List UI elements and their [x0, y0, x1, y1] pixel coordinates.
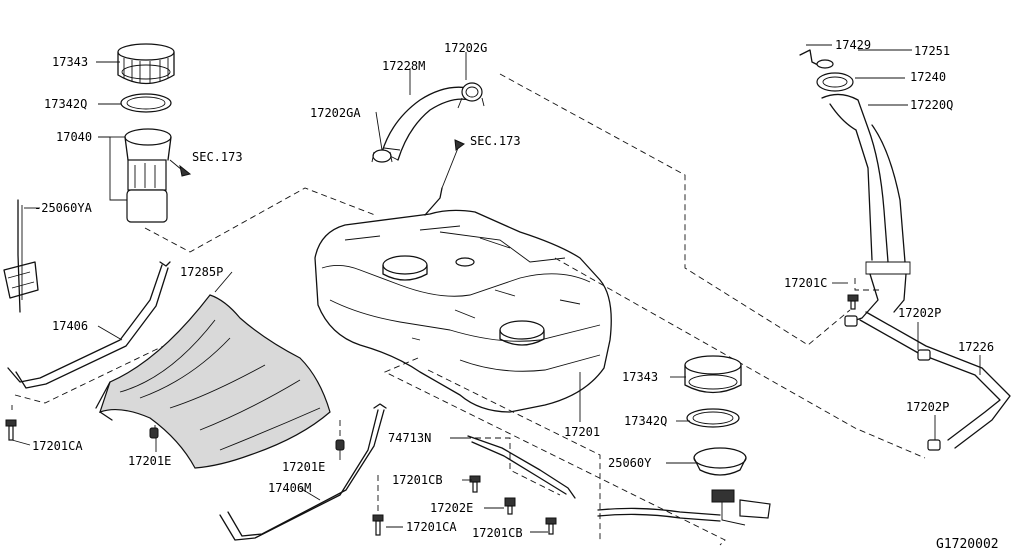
cap-gasket-17240 — [816, 72, 854, 92]
label-17406m: 17406M — [268, 481, 311, 495]
label-17201: 17201 — [564, 425, 600, 439]
gasket-17342q-bottom — [686, 408, 740, 428]
label-17201e-left: 17201E — [128, 454, 171, 468]
bolt-17201cb-top — [469, 475, 481, 493]
hose-clamp-17202p-bottom — [927, 439, 941, 451]
label-17202e: 17202E — [430, 501, 473, 515]
label-25060y: 25060Y — [608, 456, 652, 470]
label-17201ca-bottom: 17201CA — [406, 520, 457, 534]
tank-strap-17406m — [219, 403, 387, 541]
label-17201ca-left: 17201CA — [32, 439, 83, 453]
bolt-17201ca-left — [5, 419, 17, 441]
label-17251: 17251 — [914, 44, 950, 58]
protector-74713n — [467, 435, 576, 499]
label-17342q-top: 17342Q — [44, 97, 87, 111]
bolt-17202e — [504, 497, 516, 515]
label-17201cb-bottom: 17201CB — [472, 526, 523, 540]
filler-cap-17251 — [816, 59, 834, 69]
sender-unit-25060ya — [3, 199, 39, 313]
label-17201e-right: 17201E — [282, 460, 325, 474]
label-17202g: 17202G — [444, 41, 487, 55]
hose-clamp-17202ga — [371, 149, 393, 163]
label-17406: 17406 — [52, 319, 88, 333]
label-74713n: 74713N — [388, 431, 431, 445]
bolt-17201cb-bottom — [545, 517, 557, 535]
leader-lines — [11, 44, 981, 533]
label-sec173-left: SEC.173 — [192, 150, 243, 164]
hose-clamp-17202g — [457, 82, 485, 109]
label-17040: 17040 — [56, 130, 92, 144]
tank-strap-17406 — [7, 261, 171, 389]
heat-shield-17285p — [95, 294, 331, 469]
vent-tube-to-sec173 — [424, 139, 465, 216]
label-17343-bottom: 17343 — [622, 370, 658, 384]
label-17201cb-top: 17201CB — [392, 473, 443, 487]
pump-module-17040 — [124, 128, 192, 223]
label-17202p-top: 17202P — [898, 306, 941, 320]
sender-unit-25060y — [597, 447, 771, 526]
lock-ring-17343-top — [117, 43, 175, 85]
label-17202ga: 17202GA — [310, 106, 361, 120]
filler-neck-17220q — [821, 93, 911, 323]
label-17342q-bottom: 17342Q — [624, 414, 667, 428]
bolt-17201ca-bottom — [372, 514, 384, 536]
label-17228m: 17228M — [382, 59, 425, 73]
lock-ring-17343-bottom — [684, 355, 742, 394]
bolt-17201c — [847, 294, 859, 310]
cap-tether-17429 — [799, 49, 821, 67]
diagram-code: G1720002 — [936, 537, 999, 552]
fuel-tank-17201 — [314, 209, 612, 413]
label-17285p: 17285P — [180, 265, 223, 279]
clip-17201e-left — [149, 427, 159, 439]
hose-clamp-17202p-top — [844, 315, 858, 327]
gasket-17342q-top — [120, 93, 172, 113]
clip-17201e-right — [335, 439, 345, 451]
vent-hose-17226 — [859, 311, 1011, 449]
label-17226: 17226 — [958, 340, 994, 354]
label-17429: 17429 — [835, 38, 871, 52]
label-17240: 17240 — [910, 70, 946, 84]
label-17201c: 17201C — [784, 276, 827, 290]
label-sec173-mid: SEC.173 — [470, 134, 521, 148]
label-25060ya: -25060YA — [34, 201, 93, 215]
part-labels: 17343 17342Q 17040 -25060YA SEC.173 1722… — [32, 38, 999, 552]
label-17343-top: 17343 — [52, 55, 88, 69]
label-17202p-bottom: 17202P — [906, 400, 949, 414]
label-17220q: 17220Q — [910, 98, 953, 112]
